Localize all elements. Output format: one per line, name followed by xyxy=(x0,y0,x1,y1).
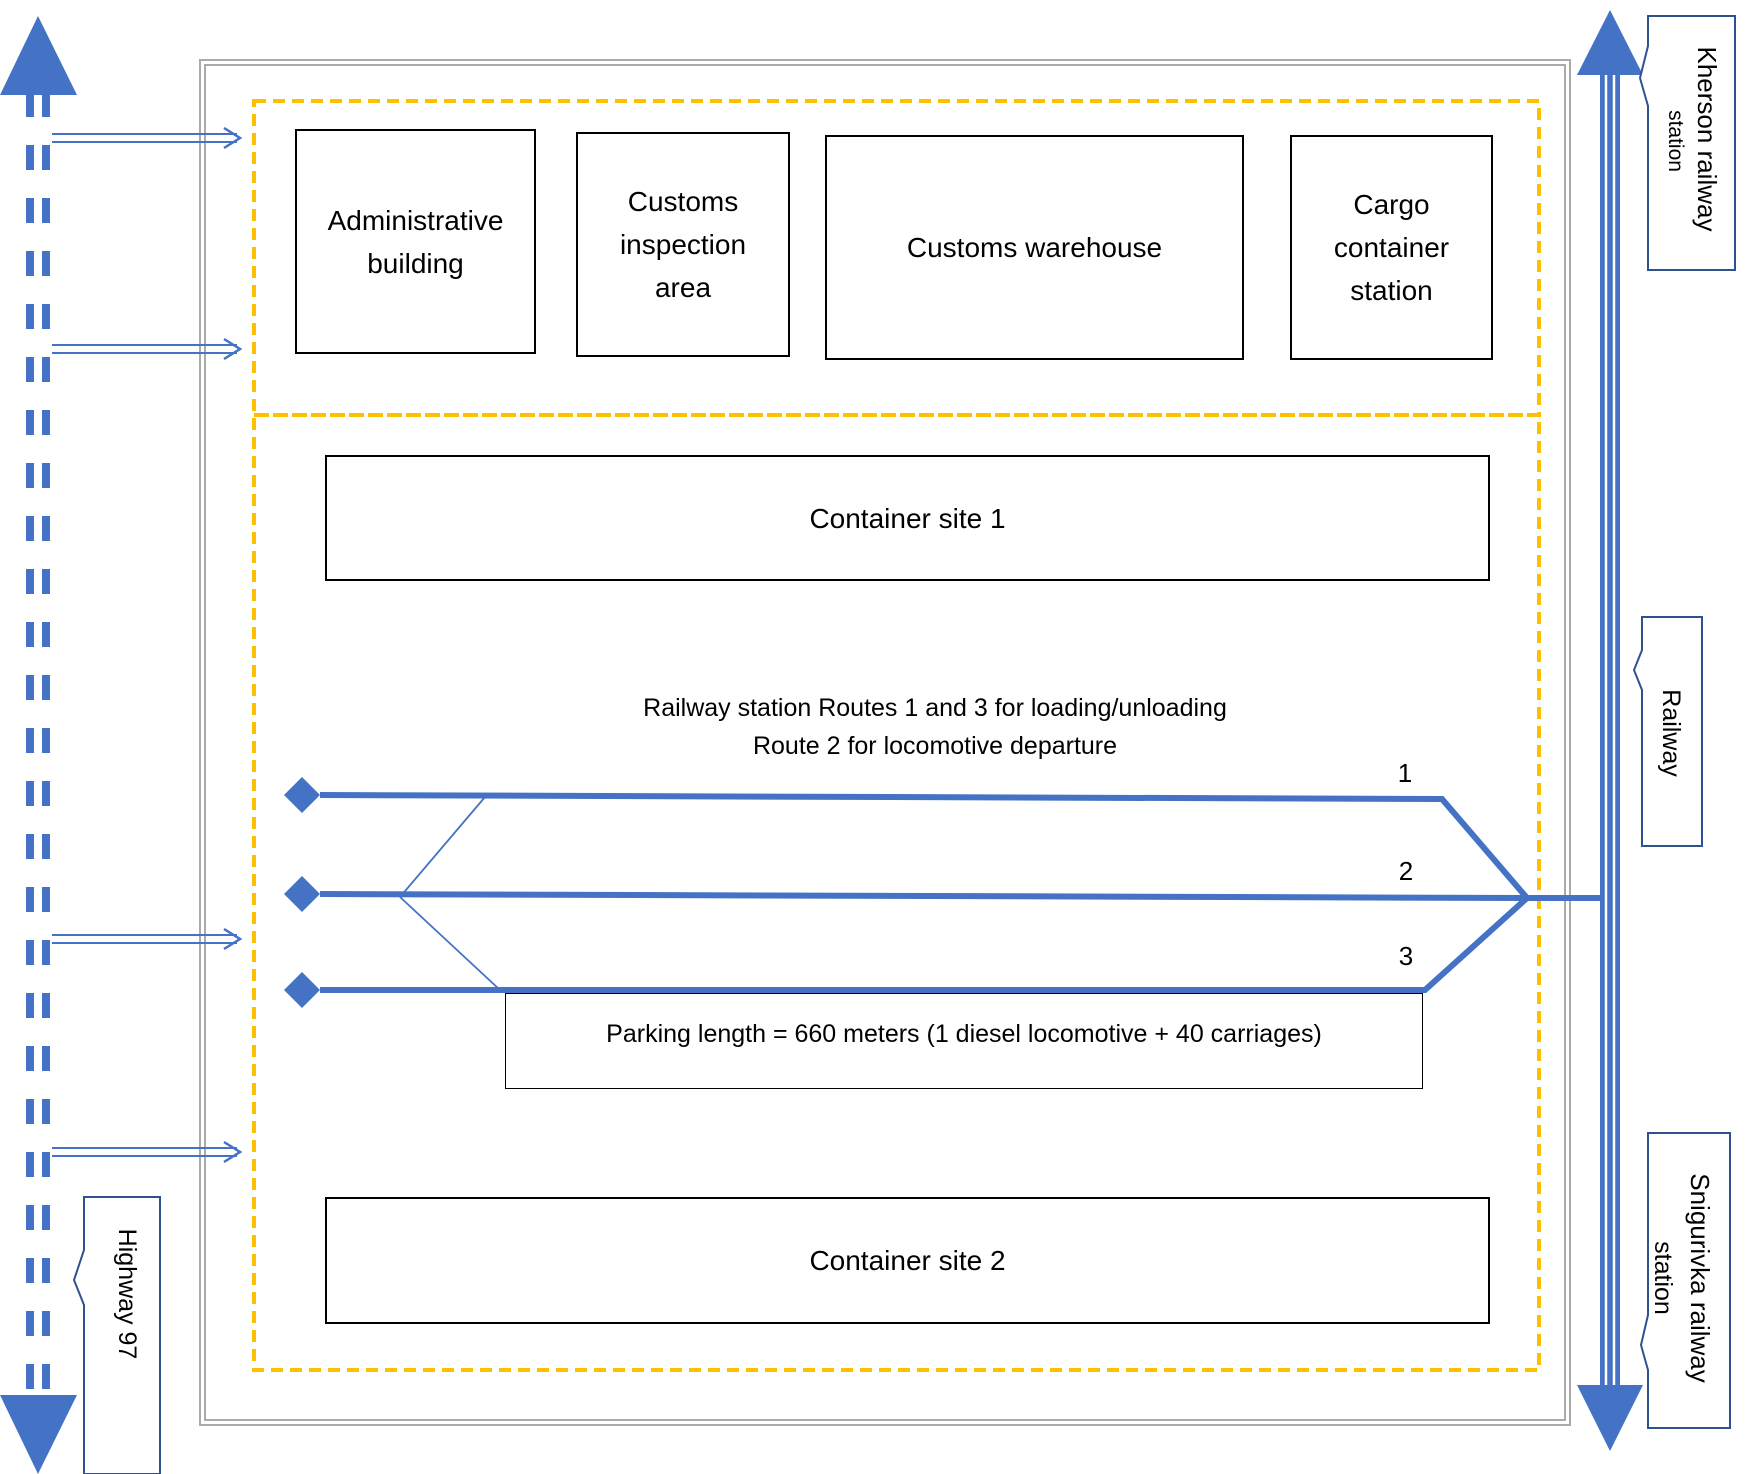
kherson-station-label-line-1: Kherson railway xyxy=(1692,46,1722,232)
cargo-container-station-box xyxy=(1290,135,1493,360)
arrow-down-icon xyxy=(0,1395,77,1474)
customs-zone-boundary xyxy=(252,99,1541,417)
snigurivka-station-label-line-2: station xyxy=(1649,1241,1677,1315)
terminal-inner-frame xyxy=(204,64,1566,1421)
route-2-track xyxy=(319,891,1604,901)
administrative-building-label: Administrative building xyxy=(327,204,504,279)
container-site-2-label: Container site 2 xyxy=(809,1245,1006,1276)
customs-warehouse-label: Customs warehouse xyxy=(906,232,1163,263)
arrow-right-icon xyxy=(223,337,243,361)
snigurivka-station-label-line-1: Snigurivka railway xyxy=(1685,1173,1715,1383)
route-number-2: 2 xyxy=(1398,855,1414,886)
railway-main-line xyxy=(1600,70,1620,1400)
diamond-icon xyxy=(284,972,320,1008)
access-arrow xyxy=(52,126,243,150)
routes-caption-line-2: Route 2 for locomotive departure xyxy=(752,731,1118,760)
snigurivka-label-frame xyxy=(1639,1132,1731,1429)
railway-label-frame xyxy=(1632,616,1703,847)
highway-label-frame xyxy=(72,1196,161,1474)
terminal-outer-frame xyxy=(199,59,1571,1426)
kherson-station-label-line-2: station xyxy=(1664,110,1687,172)
cargo-container-station-label: Cargo container station xyxy=(1333,189,1450,306)
container-site-2-box xyxy=(325,1197,1490,1324)
administrative-building-box xyxy=(295,129,536,354)
railway-label: Railway xyxy=(1657,689,1685,777)
arrow-right-icon xyxy=(223,126,243,150)
route-number-1: 1 xyxy=(1397,757,1413,788)
access-arrow xyxy=(52,337,243,361)
customs-inspection-area-box xyxy=(576,132,790,357)
arrow-up-icon xyxy=(1577,10,1643,75)
arrow-up-icon xyxy=(0,16,77,95)
siding-tracks xyxy=(319,792,1604,993)
customs-inspection-area-label: Customs inspection area xyxy=(619,186,747,303)
routes-caption-line-1: Railway station Routes 1 and 3 for loadi… xyxy=(643,693,1227,722)
access-arrow xyxy=(52,1140,243,1164)
route-number-3: 3 xyxy=(1398,940,1414,971)
arrow-right-icon xyxy=(223,1140,243,1164)
route-1-track xyxy=(319,792,1530,900)
access-arrow xyxy=(52,927,243,951)
kherson-label-frame xyxy=(1638,15,1736,271)
arrow-right-icon xyxy=(223,927,243,951)
route-3-track xyxy=(320,895,1530,993)
diamond-icon xyxy=(284,777,320,813)
container-site-1-box xyxy=(325,455,1490,581)
customs-warehouse-box xyxy=(825,135,1244,360)
parking-length-box xyxy=(505,993,1423,1089)
diamond-icon xyxy=(284,876,320,912)
parking-length-label: Parking length = 660 meters (1 diesel lo… xyxy=(606,1019,1322,1048)
highway-97-label: Highway 97 xyxy=(113,1228,141,1360)
container-site-1-label: Container site 1 xyxy=(809,502,1006,534)
arrow-down-icon xyxy=(1577,1385,1643,1451)
